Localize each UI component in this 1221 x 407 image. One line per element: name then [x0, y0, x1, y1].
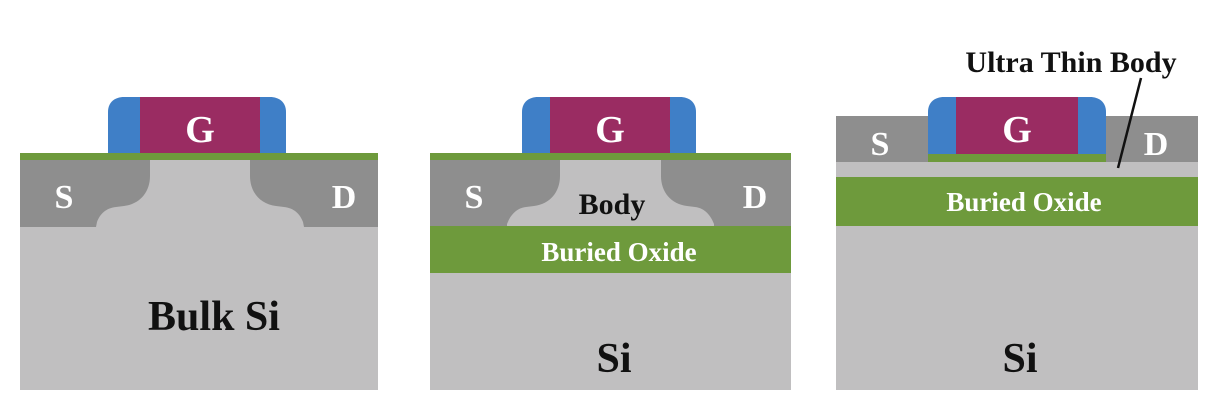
source-region: [20, 160, 150, 227]
right-spacer: [666, 97, 696, 153]
right-spacer: [1076, 97, 1106, 154]
buried-oxide: [430, 226, 791, 273]
buried-oxide-label: Buried Oxide: [541, 237, 696, 267]
ultra-thin-body-label: Ultra Thin Body: [965, 46, 1176, 79]
callout-pointer: [1116, 77, 1143, 169]
substrate-label: Bulk Si: [148, 294, 280, 340]
source-label: S: [55, 179, 74, 216]
source-label: S: [871, 126, 890, 163]
left-spacer: [108, 97, 142, 153]
drain-label: D: [743, 179, 768, 216]
ultra-thin-body: [836, 162, 1198, 177]
gate-label: G: [185, 109, 215, 151]
si-substrate: [430, 273, 791, 390]
si-substrate: [836, 226, 1198, 390]
right-spacer: [258, 97, 286, 153]
drain-region: [250, 160, 378, 227]
body-label: Body: [579, 188, 646, 221]
source-label: S: [465, 179, 484, 216]
panel-bulk-mosfet: G S D Bulk Si: [20, 97, 378, 390]
drain-region: [661, 160, 791, 226]
panel-soi-mosfet: G S D Body Buried Oxide Si: [430, 97, 791, 390]
gate-oxide: [20, 153, 378, 160]
gate-label: G: [595, 109, 625, 151]
substrate-label: Si: [596, 336, 631, 382]
drain-label: D: [332, 179, 357, 216]
source-region: [430, 160, 560, 226]
raised-source: [836, 116, 928, 162]
gate: [140, 97, 260, 153]
drain-label: D: [1144, 126, 1169, 163]
gate: [550, 97, 670, 153]
buried-oxide: [836, 177, 1198, 226]
gate: [956, 97, 1078, 154]
gate-oxide: [430, 153, 791, 160]
buried-oxide-label: Buried Oxide: [946, 187, 1101, 217]
left-spacer: [522, 97, 552, 153]
gate-label: G: [1002, 109, 1032, 151]
panel-utb-soi-mosfet: G S D Buried Oxide Si Ultra Thin Body: [836, 46, 1198, 390]
gate-oxide: [928, 154, 1106, 162]
substrate-label: Si: [1002, 336, 1037, 382]
left-spacer: [928, 97, 958, 154]
